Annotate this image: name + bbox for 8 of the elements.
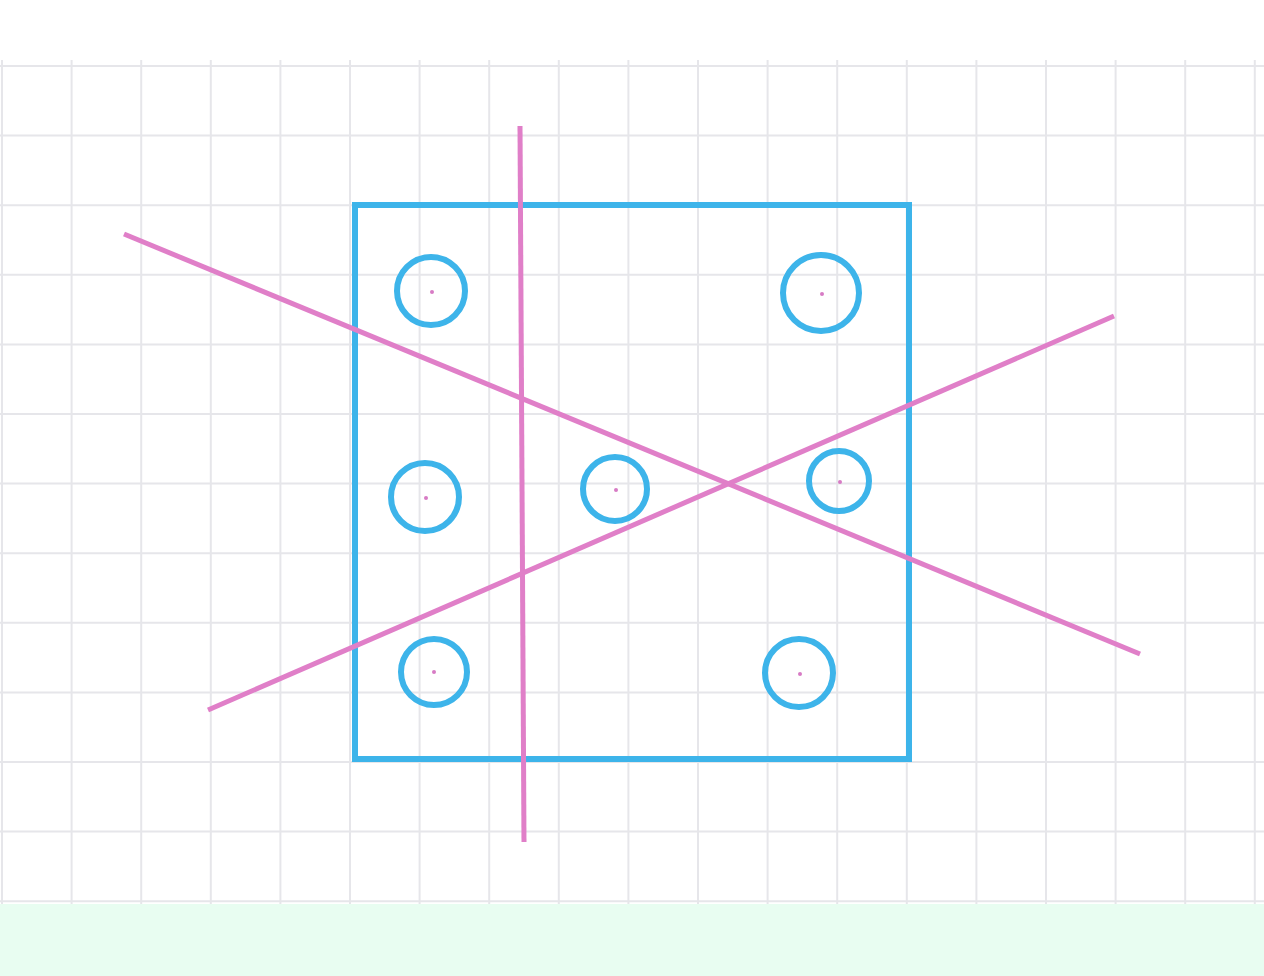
square (352, 202, 912, 762)
circle (388, 460, 462, 534)
circle (394, 254, 468, 328)
circle (762, 636, 836, 710)
circle (580, 454, 650, 524)
circle (806, 448, 872, 514)
circle (780, 252, 862, 334)
circle (398, 636, 470, 708)
